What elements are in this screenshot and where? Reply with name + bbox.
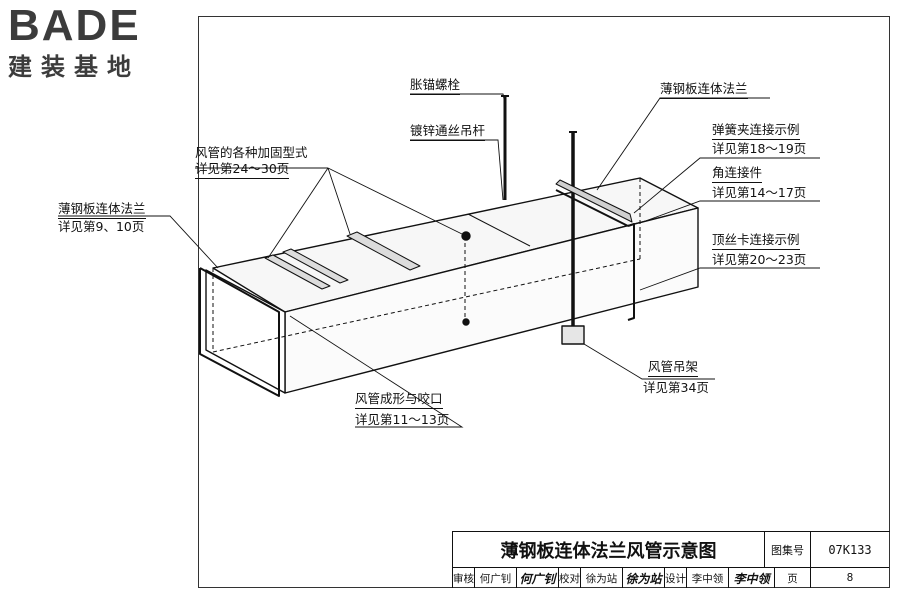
- review-label: 审核: [453, 568, 475, 588]
- design-signature: 李中领: [729, 568, 775, 588]
- check-name: 徐为站: [581, 568, 623, 588]
- check-signature: 徐为站: [623, 568, 665, 588]
- label-hanger-title: 风管吊架: [648, 359, 699, 377]
- label-flange-left-title: 薄钢板连体法兰: [58, 201, 146, 219]
- label-top-screw-ref: 详见第20～23页: [712, 252, 807, 267]
- label-spring-clip-title: 弹簧夹连接示例: [712, 122, 800, 140]
- label-reinforcement-ref: 详见第24～30页: [195, 161, 290, 179]
- title-block: 薄钢板连体法兰风管示意图 图集号 07K133 审核 何广钊 何广钊 校对 徐为…: [452, 531, 890, 588]
- logo: BADE 建装基地: [8, 4, 178, 82]
- design-name: 李中领: [687, 568, 729, 588]
- right-flange: [627, 223, 635, 321]
- hanger-bracket: [561, 325, 585, 345]
- reinforcement-strip: [264, 254, 331, 290]
- label-corner-title: 角连接件: [712, 165, 763, 183]
- segment-joint: [467, 213, 531, 247]
- atlas-label: 图集号: [765, 532, 811, 568]
- label-corner-ref: 详见第14～17页: [712, 185, 807, 200]
- page-label: 页: [775, 568, 811, 588]
- label-top-screw-title: 顶丝卡连接示例: [712, 232, 800, 250]
- label-threaded-rod: 镀锌通丝吊杆: [410, 123, 486, 141]
- left-flange: [199, 267, 280, 397]
- label-flange-left-ref: 详见第9、10页: [58, 219, 145, 234]
- label-spring-clip-ref: 详见第18～19页: [712, 141, 807, 156]
- label-forming-title: 风管成形与咬口: [355, 391, 443, 409]
- review-signature: 何广钊: [517, 568, 559, 588]
- logo-subtitle: 建装基地: [8, 53, 140, 81]
- anchor-point: [461, 231, 471, 241]
- drawing-frame: [198, 16, 890, 588]
- reinforcement-strip-3: [346, 231, 421, 271]
- label-forming-ref: 详见第11～13页: [355, 412, 450, 427]
- review-name: 何广钊: [475, 568, 517, 588]
- page-number: 8: [846, 572, 854, 584]
- drawing-title: 薄钢板连体法兰风管示意图: [453, 532, 765, 568]
- label-reinforcement-title: 风管的各种加固型式: [195, 145, 308, 160]
- label-flange-right-title: 薄钢板连体法兰: [660, 81, 748, 99]
- design-label: 设计: [665, 568, 687, 588]
- label-hanger-ref: 详见第34页: [643, 380, 709, 395]
- atlas-number: 07K133: [811, 532, 889, 568]
- label-anchor-bolt: 胀锚螺栓: [410, 77, 461, 95]
- signature-row: 审核 何广钊 何广钊 校对 徐为站 徐为站 设计 李中领 李中领 页 8: [453, 568, 889, 588]
- reinforcement-strip-2: [282, 248, 349, 284]
- check-label: 校对: [559, 568, 581, 588]
- logo-brand: BADE: [8, 1, 141, 50]
